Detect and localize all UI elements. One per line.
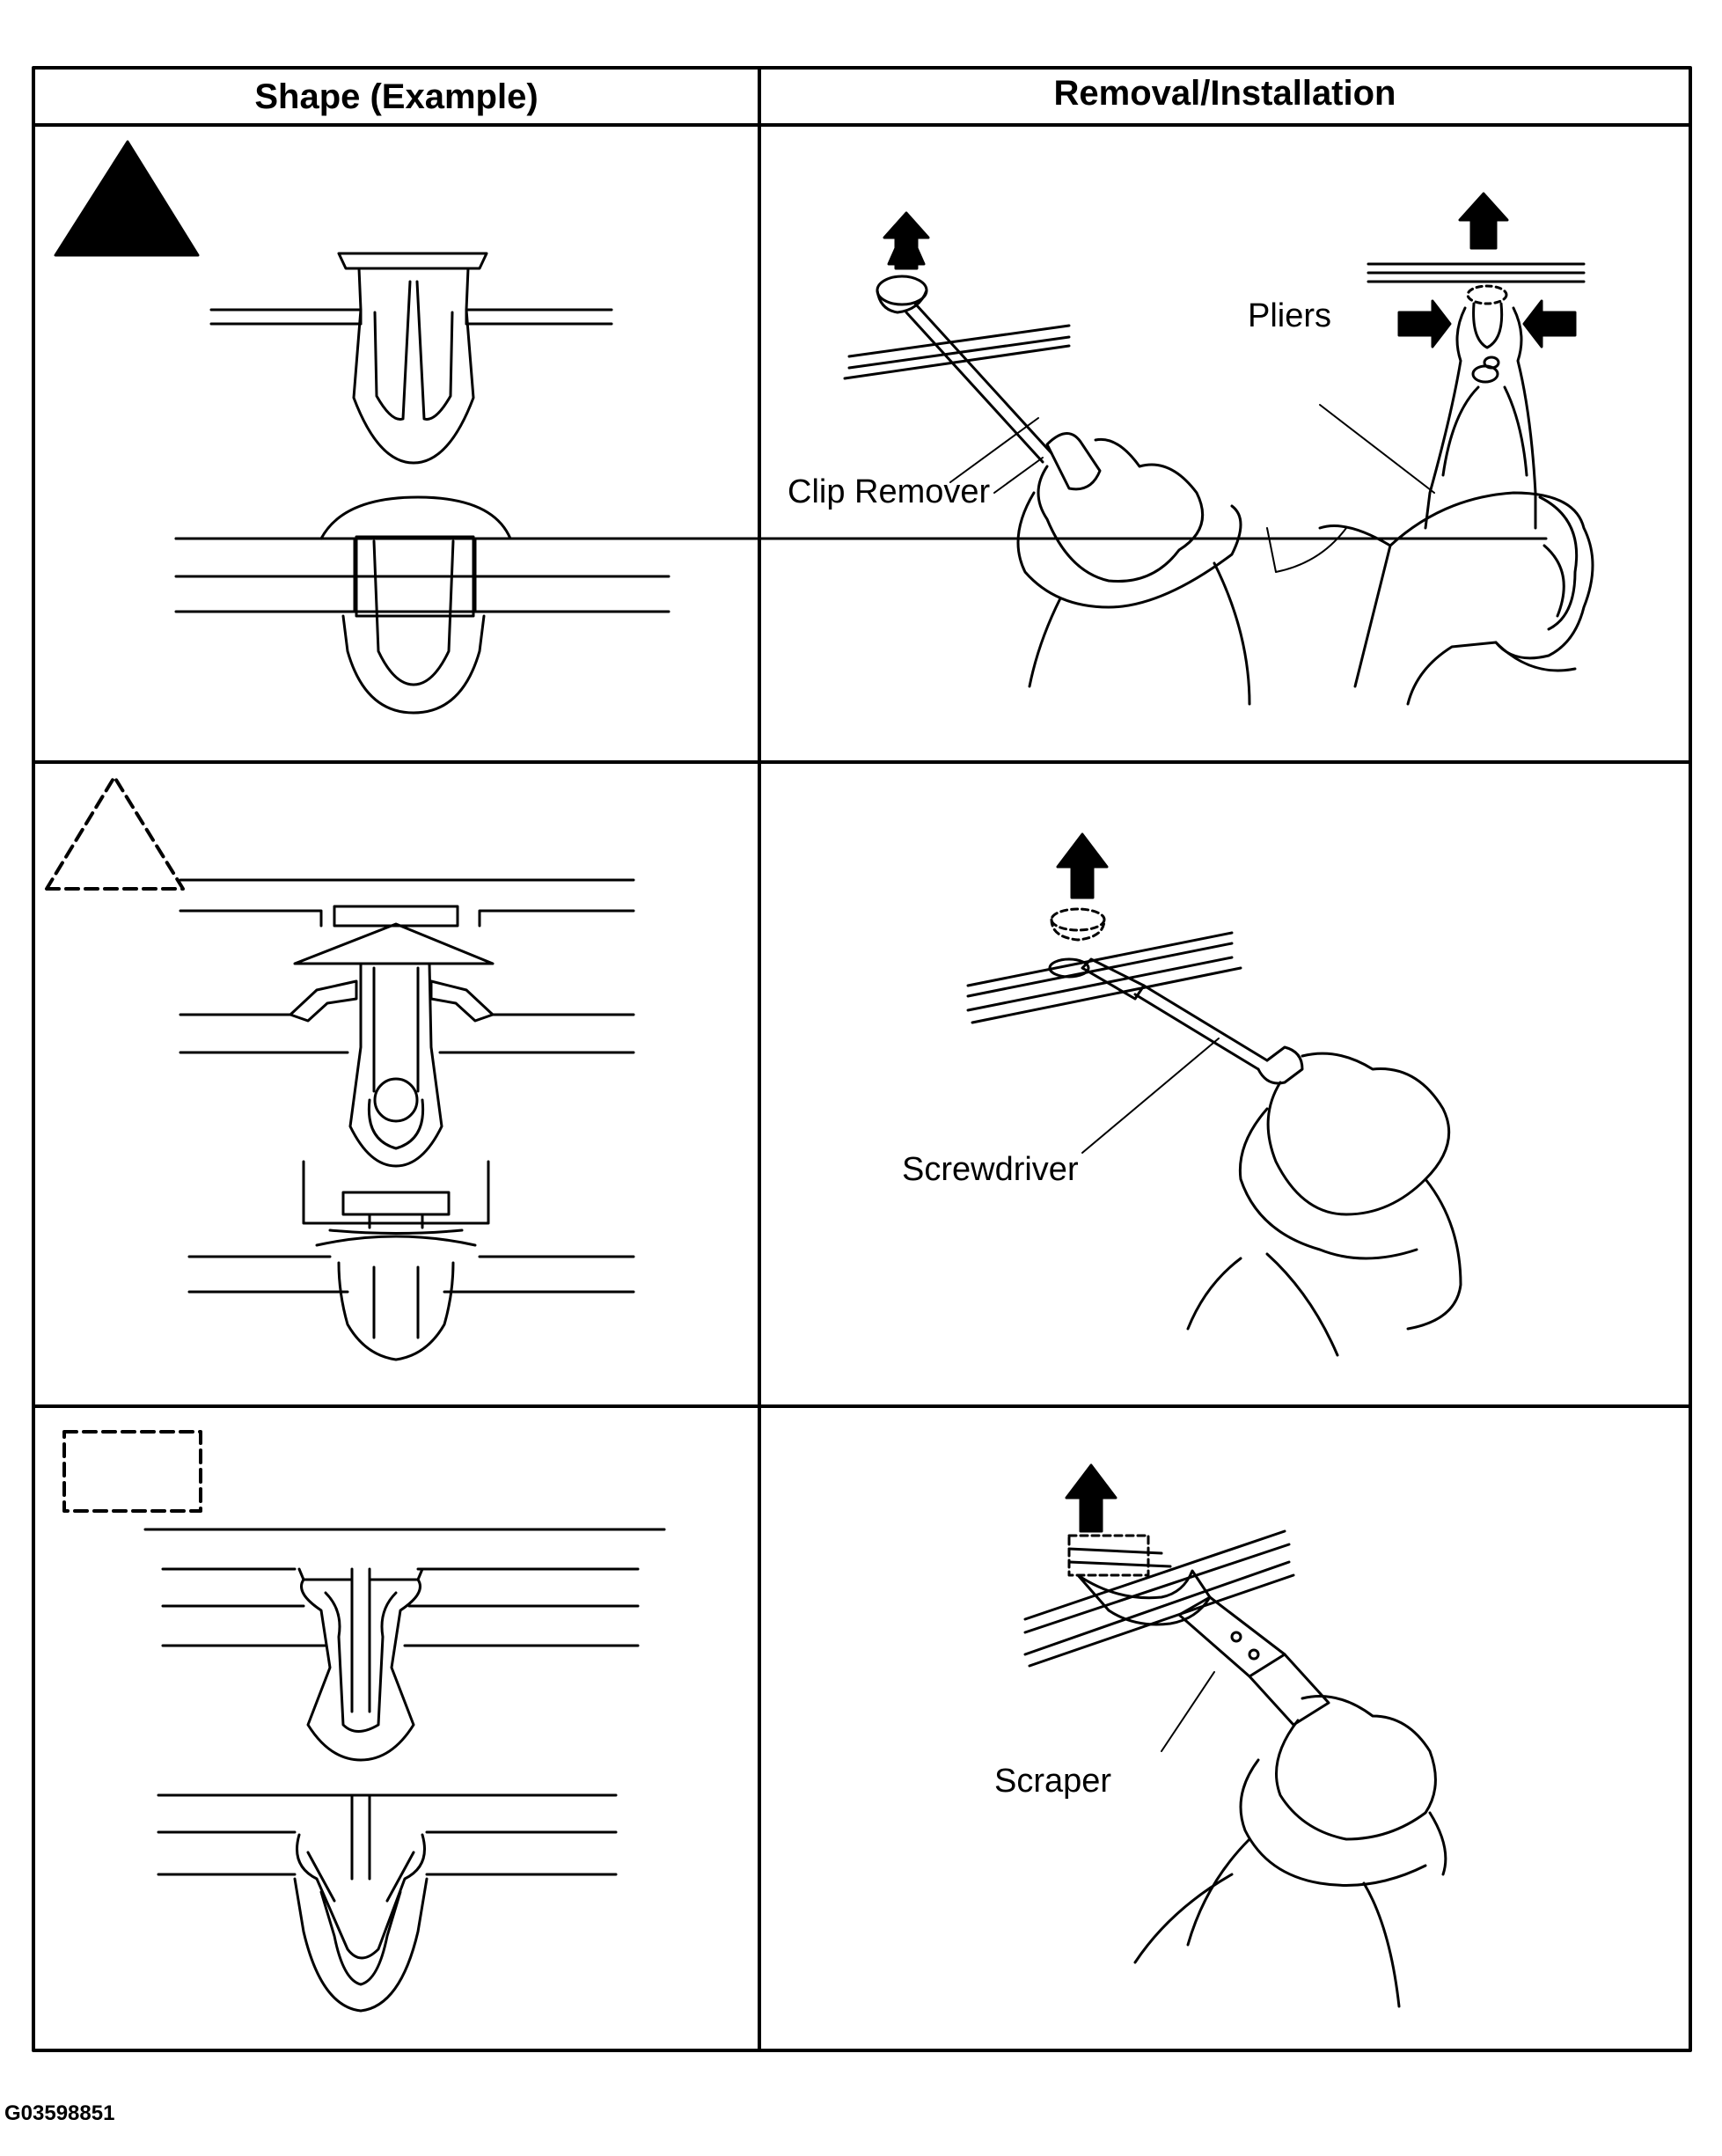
scraper-label: Scraper	[994, 1763, 1112, 1800]
clip-remover-scene	[843, 211, 1251, 706]
column-header-shape: Shape (Example)	[254, 77, 539, 116]
screwdriver-label: Screwdriver	[902, 1151, 1079, 1188]
figure-code: G03598851	[4, 2101, 115, 2125]
dashed-triangle-marker	[45, 775, 185, 891]
table-grid	[32, 66, 1692, 2052]
solid-triangle-marker	[54, 140, 200, 257]
clip-remover-label: Clip Remover	[788, 473, 991, 510]
pliers-label: Pliers	[1248, 297, 1332, 334]
column-header-removal: Removal/Installation	[1053, 74, 1396, 113]
screwdriver-scene	[966, 832, 1462, 1357]
pliers-scene	[1266, 192, 1594, 706]
pin-clip-illustration	[179, 878, 635, 1361]
spring-clip-illustration	[143, 1528, 666, 2013]
dashed-rectangle-marker	[62, 1430, 202, 1513]
push-clip-illustration	[174, 252, 1548, 715]
scraper-scene	[1023, 1463, 1447, 2008]
